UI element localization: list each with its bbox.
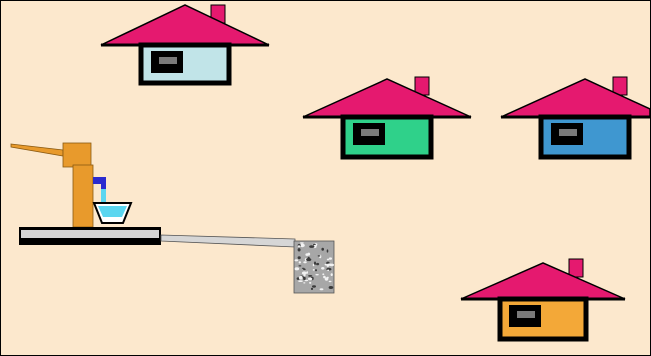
soak-pit [293, 240, 335, 294]
pump-handle [10, 143, 64, 157]
gravel-speck [297, 248, 301, 252]
gravel-speck [309, 245, 315, 248]
gravel-speck [326, 249, 329, 253]
gravel-speck [298, 280, 303, 282]
gravel-speck [299, 243, 305, 248]
house-roof [460, 262, 626, 300]
gravel-speck [301, 267, 305, 269]
house-window-pane [559, 129, 577, 136]
gravel-speck [294, 259, 299, 262]
drain-channel [160, 234, 296, 248]
gravel-speck [304, 279, 309, 282]
gravel-speck [326, 258, 330, 261]
gravel-speck [312, 285, 316, 288]
gravel-speck [327, 269, 330, 272]
house-window-pane [517, 311, 535, 318]
gravel-speck [298, 265, 302, 267]
house-roof [500, 78, 650, 118]
drain-channel-pipe [160, 234, 296, 248]
gravel-speck [314, 261, 316, 265]
gravel-speck [297, 256, 301, 260]
gravel-speck [306, 258, 312, 262]
house-middle-right-blue [500, 76, 650, 160]
gravel-speck [328, 257, 332, 260]
house-top-left [100, 4, 270, 86]
gravel-speck [315, 274, 319, 276]
pump-head [62, 142, 92, 168]
gravel-speck [297, 245, 301, 248]
house-window-pane [159, 57, 177, 64]
gravel-speck [321, 247, 325, 251]
water-in-basin [98, 206, 127, 217]
house-chimney [568, 258, 584, 278]
house-roof [302, 78, 472, 118]
gravel-speck [303, 261, 307, 264]
gravel-speck [328, 280, 332, 283]
gravel-speck [313, 244, 318, 247]
gravel-speck [303, 276, 306, 281]
hand-pump [10, 142, 161, 245]
gravel-speck [312, 263, 315, 267]
gravel-speck [316, 262, 320, 266]
pump-nozzle-tip [101, 177, 106, 189]
gravel-speck [305, 253, 309, 256]
gravel-speck [301, 271, 307, 275]
gravel-speck [315, 269, 317, 272]
house-middle-green [302, 76, 472, 160]
gravel-speck [322, 273, 325, 276]
gravel-speck [294, 267, 300, 271]
gravel-speck [308, 275, 313, 277]
house-roof [100, 4, 270, 46]
gravel-speck [321, 267, 325, 270]
water-stream [101, 189, 106, 203]
gravel-speck [306, 271, 309, 274]
pump-nozzle [93, 177, 105, 184]
gravel-speck [323, 275, 326, 279]
gravel-speck [303, 282, 306, 284]
gravel-speck [317, 255, 321, 257]
gravel-speck [298, 261, 301, 264]
gravel-speck [312, 269, 315, 271]
pump-platform-top [21, 230, 159, 238]
gravel-speck [330, 273, 333, 276]
gravel-speck [300, 242, 304, 244]
house-window-pane [361, 129, 379, 136]
house-bottom-right-orange [460, 258, 626, 342]
gravel-speck [326, 263, 332, 266]
gravel-speck [307, 277, 313, 281]
gravel-speck [310, 287, 314, 290]
pump-body [72, 164, 94, 228]
gravel-speck [303, 268, 306, 271]
gravel-speck [324, 277, 329, 281]
gravel-speck [328, 286, 334, 289]
gravel-speck [319, 288, 324, 291]
gravel-speck [298, 275, 303, 280]
gravel-speck [309, 281, 312, 284]
